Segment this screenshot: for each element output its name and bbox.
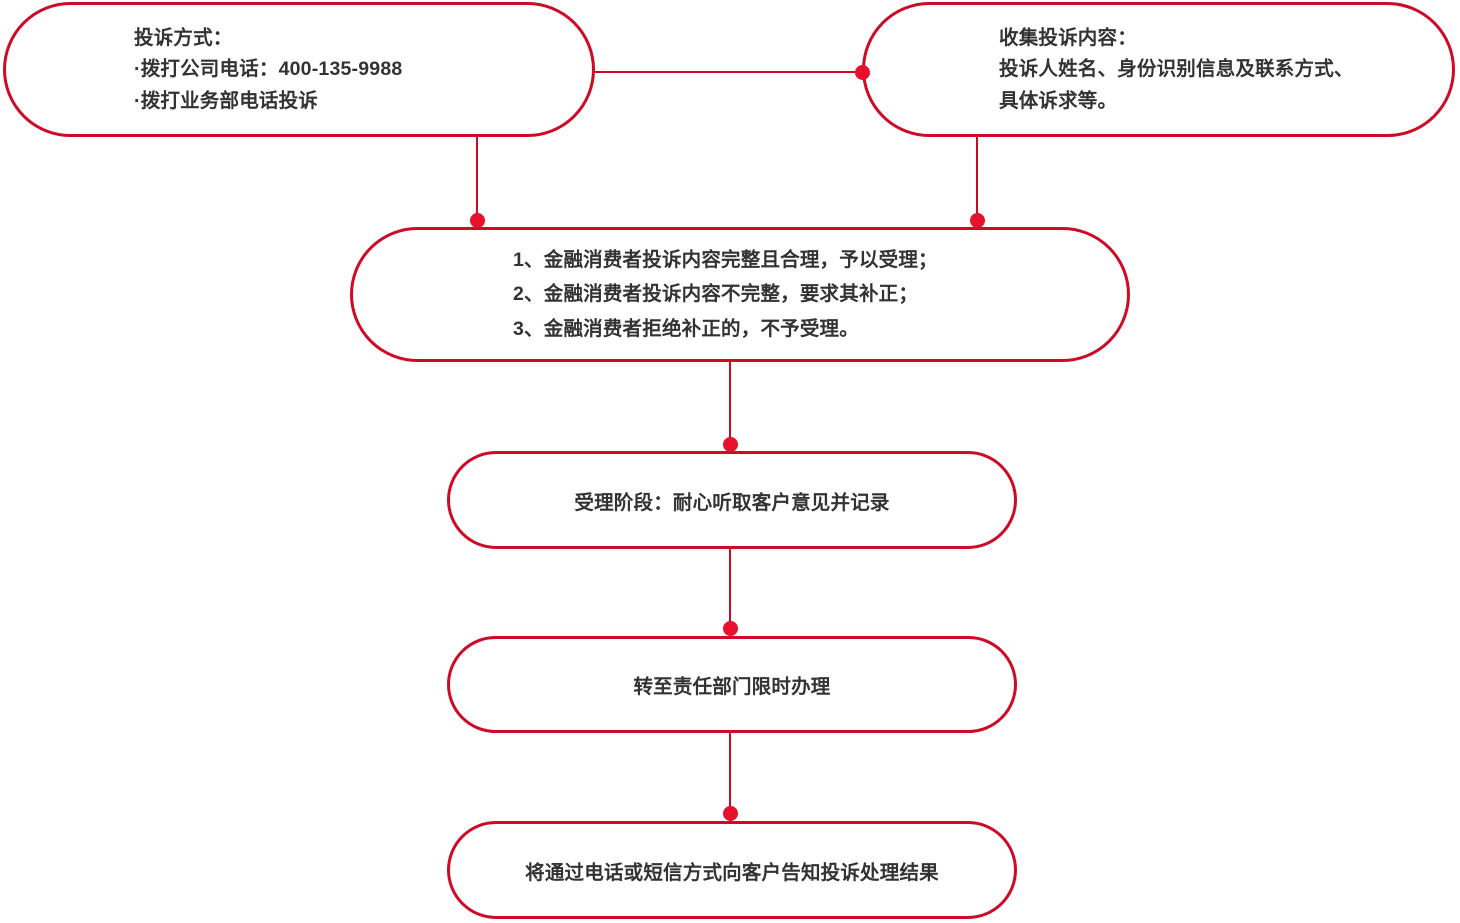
node-acceptance-rules-item-3: 3、金融消费者拒绝补正的，不予受理。	[513, 317, 859, 340]
node-notify-result[interactable]: 将通过电话或短信方式向客户告知投诉处理结果	[447, 821, 1017, 919]
node-complaint-channels-line-2: ·拨打公司电话：400-135-9988	[134, 58, 403, 81]
node-collect-line-3: 具体诉求等。	[999, 89, 1118, 112]
edge-dot-collect-to-rules	[970, 213, 985, 228]
edge-dot-acceptance-to-transfer	[723, 621, 738, 636]
edge-intake-to-rules	[476, 136, 478, 228]
node-complaint-channels-line-1: 投诉方式：	[134, 26, 233, 49]
edge-dot-intake-to-rules	[470, 213, 485, 228]
node-collect-complaint-content-text: 收集投诉内容： 投诉人姓名、身份识别信息及联系方式、 具体诉求等。	[865, 26, 1452, 112]
node-acceptance-rules-item-1: 1、金融消费者投诉内容完整且合理，予以受理；	[513, 248, 938, 271]
node-collect-complaint-content[interactable]: 收集投诉内容： 投诉人姓名、身份识别信息及联系方式、 具体诉求等。	[862, 2, 1455, 137]
edge-intake-to-collect	[595, 71, 863, 73]
node-collect-line-1: 收集投诉内容：	[999, 26, 1137, 49]
node-acceptance-rules-item-2: 2、金融消费者投诉内容不完整，要求其补正；	[513, 283, 919, 306]
edge-dot-intake-to-collect	[855, 65, 870, 80]
edge-collect-to-rules	[976, 136, 978, 228]
node-acceptance-rules-text: 1、金融消费者投诉内容完整且合理，予以受理； 2、金融消费者投诉内容不完整，要求…	[353, 248, 1127, 340]
node-acceptance-stage[interactable]: 受理阶段：耐心听取客户意见并记录	[447, 451, 1017, 549]
node-complaint-channels-line-3: ·拨打业务部电话投诉	[134, 89, 318, 112]
node-notify-result-label: 将通过电话或短信方式向客户告知投诉处理结果	[525, 861, 939, 884]
edge-rules-to-acceptance	[729, 361, 731, 452]
node-transfer-department-label: 转至责任部门限时办理	[633, 676, 831, 698]
node-collect-line-2: 投诉人姓名、身份识别信息及联系方式、	[999, 58, 1354, 81]
edge-transfer-to-notify	[729, 732, 731, 822]
node-acceptance-rules[interactable]: 1、金融消费者投诉内容完整且合理，予以受理； 2、金融消费者投诉内容不完整，要求…	[350, 227, 1130, 362]
node-transfer-department[interactable]: 转至责任部门限时办理	[447, 636, 1017, 733]
edge-acceptance-to-transfer	[729, 548, 731, 637]
node-acceptance-stage-label: 受理阶段：耐心听取客户意见并记录	[574, 491, 890, 514]
edge-dot-transfer-to-notify	[723, 806, 738, 821]
node-complaint-channels-text: 投诉方式： ·拨打公司电话：400-135-9988 ·拨打业务部电话投诉	[6, 26, 592, 112]
node-complaint-channels[interactable]: 投诉方式： ·拨打公司电话：400-135-9988 ·拨打业务部电话投诉	[3, 2, 595, 137]
edge-dot-rules-to-acceptance	[723, 437, 738, 452]
